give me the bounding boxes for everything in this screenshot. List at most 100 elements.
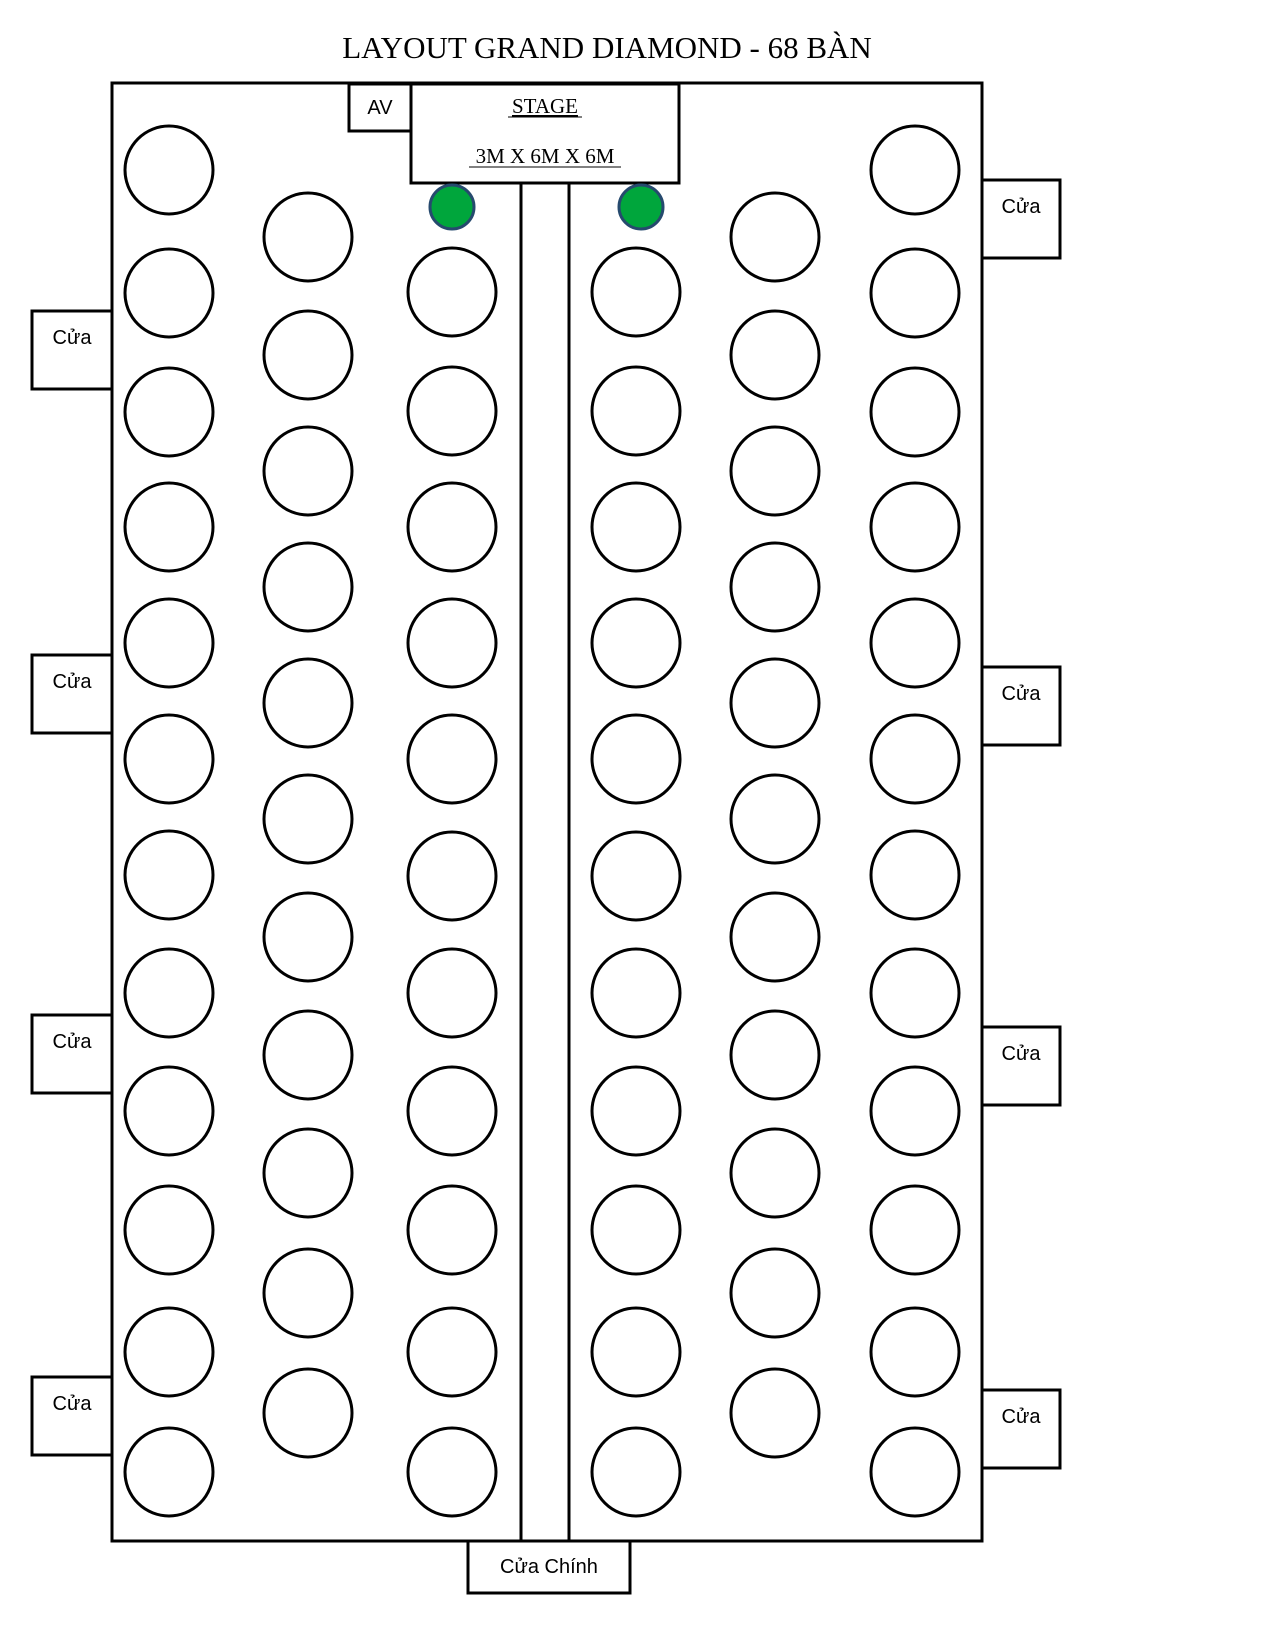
table-right-outer-7 [869,829,961,921]
table-left-middle-6 [262,773,354,865]
door-left-3-frame [30,1013,114,1095]
table-right-outer-2 [869,247,961,339]
table-right-middle-8 [729,1009,821,1101]
table-right-outer-4 [869,481,961,573]
table-left-outer-9 [123,1065,215,1157]
stage-dimensions: 3M X 6M X 6M [476,144,615,168]
speaker-dot-left [428,183,476,231]
av-booth: AV [347,82,413,133]
door-right-4-label: Cửa [1002,1406,1042,1428]
table-right-inner-1 [590,246,682,338]
table-right-middle-1 [729,191,821,283]
table-right-outer-10 [869,1184,961,1276]
door-right-3-frame [980,1025,1062,1107]
table-right-middle-5 [729,657,821,749]
table-right-outer-1 [869,124,961,216]
table-left-outer-6 [123,713,215,805]
door-left-3-label: Cửa [53,1031,93,1053]
table-right-middle-11 [729,1367,821,1459]
stage-label: STAGE [512,94,578,118]
door-left-3: Cửa [30,1013,114,1095]
table-left-middle-10 [262,1247,354,1339]
table-left-inner-3 [406,481,498,573]
table-left-outer-4 [123,481,215,573]
table-left-outer-12 [123,1426,215,1518]
table-right-middle-7 [729,891,821,983]
table-right-inner-9 [590,1184,682,1276]
table-left-inner-1 [406,246,498,338]
table-left-outer-2 [123,247,215,339]
speaker-dot-right [617,183,665,231]
door-right-2-label: Cửa [1002,683,1042,705]
table-left-inner-10 [406,1306,498,1398]
door-right-3-label: Cửa [1002,1043,1042,1065]
table-left-inner-6 [406,830,498,922]
door-left-4-label: Cửa [53,1393,93,1415]
table-left-outer-11 [123,1306,215,1398]
stage: STAGE 3M X 6M X 6M [409,82,681,185]
table-right-inner-10 [590,1306,682,1398]
table-right-inner-2 [590,365,682,457]
table-right-middle-9 [729,1127,821,1219]
table-left-middle-2 [262,309,354,401]
table-left-middle-5 [262,657,354,749]
table-right-inner-7 [590,947,682,1039]
table-right-inner-6 [590,830,682,922]
table-left-middle-3 [262,425,354,517]
door-right-1: Cửa [980,178,1062,260]
table-right-outer-12 [869,1426,961,1518]
table-right-middle-10 [729,1247,821,1339]
table-left-inner-5 [406,713,498,805]
table-right-outer-8 [869,947,961,1039]
door-right-2-frame [980,665,1062,747]
table-right-outer-9 [869,1065,961,1157]
hall-outline [110,81,984,1543]
table-left-inner-11 [406,1426,498,1518]
table-right-inner-11 [590,1426,682,1518]
table-left-middle-8 [262,1009,354,1101]
door-left-2-label: Cửa [53,671,93,693]
door-left-4-frame [30,1375,114,1457]
door-left-1-label: Cửa [53,327,93,349]
door-left-2-frame [30,653,114,735]
table-left-outer-3 [123,366,215,458]
table-right-outer-3 [869,366,961,458]
table-right-outer-5 [869,597,961,689]
table-right-middle-3 [729,425,821,517]
table-right-inner-4 [590,597,682,689]
door-left-1: Cửa [30,309,114,391]
table-right-middle-4 [729,541,821,633]
table-left-middle-4 [262,541,354,633]
door-left-1-frame [30,309,114,391]
main-door-label: Cửa Chính [500,1556,598,1578]
door-left-4: Cửa [30,1375,114,1457]
table-left-middle-1 [262,191,354,283]
door-right-4-frame [980,1388,1062,1470]
table-right-inner-3 [590,481,682,573]
door-left-2: Cửa [30,653,114,735]
table-left-outer-1 [123,124,215,216]
table-right-outer-11 [869,1306,961,1398]
table-left-outer-10 [123,1184,215,1276]
table-left-inner-9 [406,1184,498,1276]
table-left-middle-7 [262,891,354,983]
table-left-inner-8 [406,1065,498,1157]
table-left-middle-9 [262,1127,354,1219]
door-right-1-frame [980,178,1062,260]
av-label: AV [367,97,393,119]
table-right-middle-6 [729,773,821,865]
table-left-middle-11 [262,1367,354,1459]
door-right-4: Cửa [980,1388,1062,1470]
main-door: Cửa Chính [466,1539,632,1595]
table-left-outer-7 [123,829,215,921]
table-left-inner-4 [406,597,498,689]
table-left-outer-5 [123,597,215,689]
tables [123,124,961,1518]
table-right-middle-2 [729,309,821,401]
table-right-inner-8 [590,1065,682,1157]
table-left-outer-8 [123,947,215,1039]
page-title: LAYOUT GRAND DIAMOND - 68 BÀN [342,30,872,65]
door-right-1-label: Cửa [1002,196,1042,218]
